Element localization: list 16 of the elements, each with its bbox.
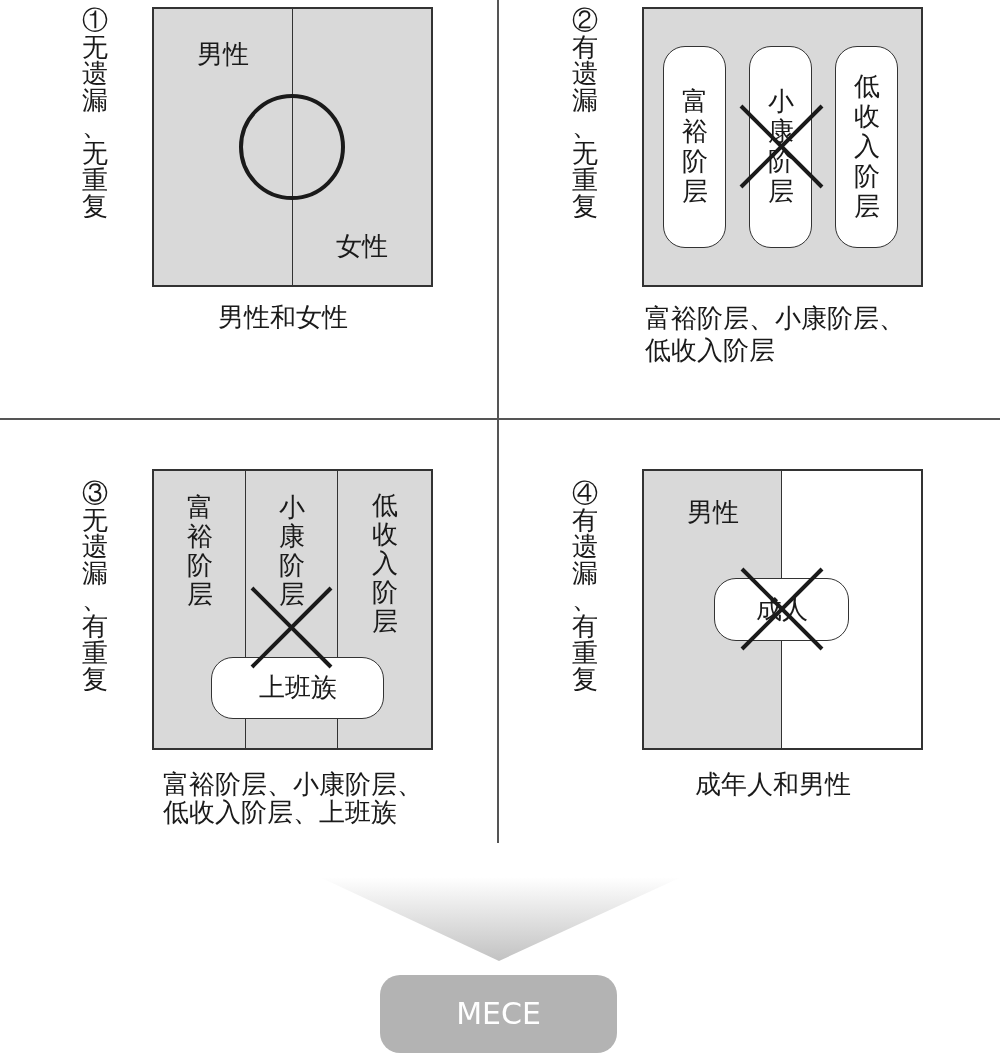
square-panel bbox=[152, 469, 433, 750]
rounded-box: MECE bbox=[380, 975, 617, 1053]
caption: 富裕阶层、小康阶层、低收入阶层 bbox=[645, 303, 906, 367]
vertical-heading: ④有遗漏、有重复 bbox=[572, 481, 598, 694]
vertical-heading: ③无遗漏、有重复 bbox=[82, 481, 108, 694]
rounded-box: 富裕阶层 bbox=[663, 46, 726, 248]
vertical-heading: ①无遗漏、无重复 bbox=[82, 8, 108, 221]
caption: 成年人和男性 bbox=[695, 772, 851, 798]
caption: 男性和女性 bbox=[218, 305, 348, 331]
square-panel bbox=[152, 7, 433, 287]
caption: 富裕阶层、小康阶层、低收入阶层、上班族 bbox=[163, 771, 424, 827]
square-panel bbox=[642, 469, 923, 750]
rounded-box: 上班族 bbox=[211, 657, 384, 719]
square-panel bbox=[642, 7, 923, 287]
rounded-box: 低收入阶层 bbox=[835, 46, 898, 248]
vertical-heading: ②有遗漏、无重复 bbox=[572, 8, 598, 221]
